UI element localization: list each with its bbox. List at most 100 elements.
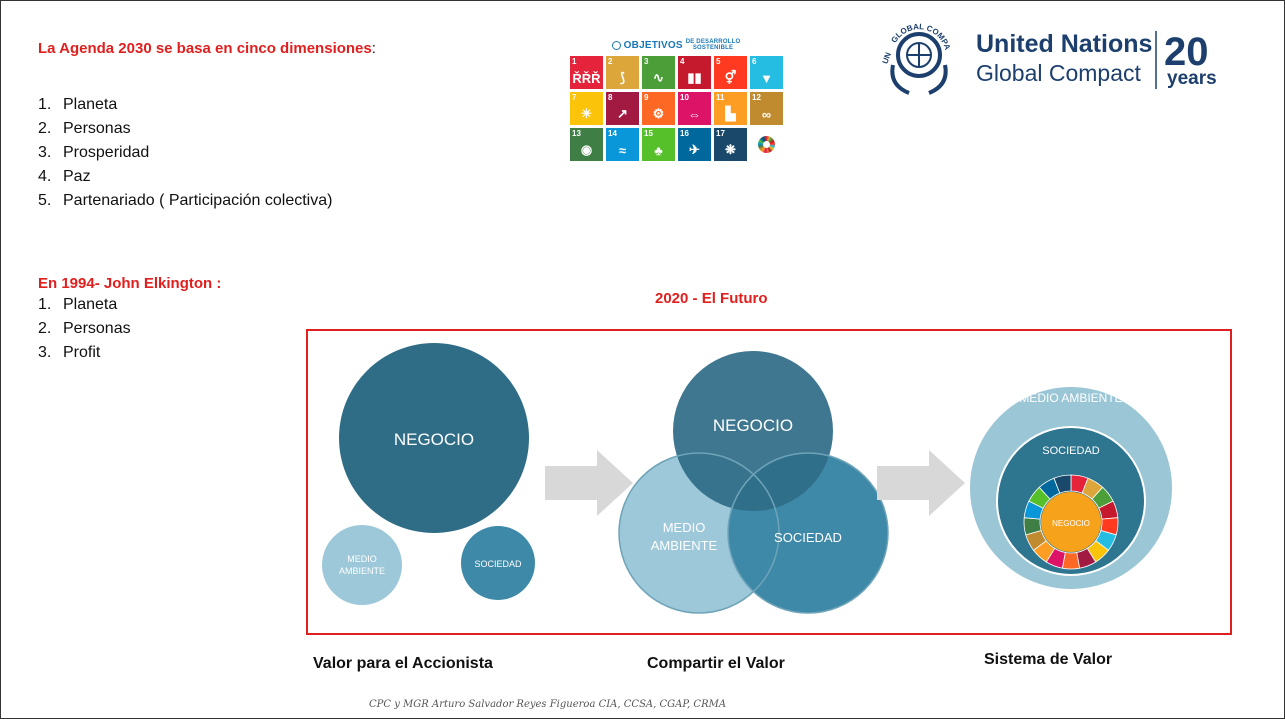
sdg-tile: 7☀: [570, 92, 603, 125]
elkington-heading: En 1994- John Elkington :: [38, 275, 222, 292]
sdg-tile-number: 2: [608, 57, 613, 66]
sociedad-label: SOCIEDAD: [474, 559, 522, 569]
list-number: 3.: [38, 144, 52, 161]
list-label: Planeta: [63, 96, 118, 113]
venn-outline: [727, 452, 889, 614]
sdg-tile-number: 11: [716, 93, 725, 102]
sdg-tile: 8↗: [606, 92, 639, 125]
ungc-logo: GLOBAL COMPACT UN United Nations Global …: [879, 9, 1217, 95]
medio-ambiente-label-1: MEDIO: [347, 554, 377, 564]
list-item: 2.Personas: [38, 317, 131, 341]
list-number: 1.: [38, 296, 52, 313]
ungc-years-label: years: [1167, 68, 1217, 89]
sdg-goal-icon: ⟆: [619, 70, 626, 85]
list-number: 2.: [38, 120, 52, 137]
sociedad-circle: [461, 526, 535, 600]
sdg-goal-icon: ⚙: [652, 106, 665, 121]
list-item: 1.Planeta: [38, 93, 332, 117]
seal-prefix: UN: [881, 51, 893, 65]
sdg-tile: 10 ⇔: [678, 92, 711, 125]
negocio-label: NEGOCIO: [394, 430, 474, 449]
sdg-tile-number: 14: [608, 129, 617, 138]
agenda-list: 1.Planeta 2. Personas 3. Prosperidad 4. Paz 5.P…: [38, 93, 332, 213]
negocio-circle: [339, 343, 529, 533]
sdg-goal-icon: ⇔: [688, 107, 701, 122]
sdg-tile: 13 ◉: [570, 128, 603, 161]
sdg-goal-icon: ◉: [580, 142, 593, 157]
ungc-line2: Global Compact: [976, 60, 1142, 86]
sdg-tile-number: 7: [572, 93, 577, 102]
ungc-years-num: 20: [1164, 30, 1209, 74]
sdg-tile-number: 4: [680, 57, 685, 66]
sdg-tile-number: 3: [644, 57, 649, 66]
list-label: Personas: [63, 120, 131, 137]
sdg-goal-icon: ↗: [617, 106, 628, 121]
negocio-label: NEGOCIO: [713, 416, 793, 435]
list-item: 4. Paz: [38, 165, 332, 189]
sdg-tile: 3∿: [642, 56, 675, 89]
medio-ambiente-label-1: MEDIO: [663, 520, 706, 535]
medio-ambiente-full-label: MEDIO AMBIENTE: [1019, 391, 1122, 405]
sdg-tile: 4▮▮: [678, 56, 711, 89]
sdg-tile: 12∞: [750, 92, 783, 125]
sociedad-label: SOCIEDAD: [774, 530, 842, 545]
arrow-icon: [877, 450, 965, 516]
sdg-wheel-icon: [1023, 474, 1119, 570]
sdg-subtitle-1: DE DESARROLLO: [685, 39, 741, 46]
caption-compartir: Compartir el Valor: [647, 655, 785, 672]
diagram-system: MEDIO AMBIENTE SOCIEDAD NEGOCIO: [970, 387, 1172, 589]
list-item: 2. Personas: [38, 117, 332, 141]
sdg-wheel-icon: [758, 136, 775, 153]
agenda-heading: La Agenda 2030 se basa en cinco dimensio…: [38, 40, 376, 57]
sdg-tile-number: 9: [644, 93, 649, 102]
sdg-goal-icon: ♣: [654, 143, 663, 158]
sdg-goal-icon: ▙: [725, 106, 736, 121]
list-label: Paz: [63, 168, 91, 185]
sociedad-label: SOCIEDAD: [1042, 445, 1100, 457]
ungc-line1: United Nations: [976, 30, 1152, 58]
sdg-goal-icon: ≈: [618, 143, 627, 158]
sdg-tile-number: 16: [680, 129, 689, 138]
sdg-tile: 16✈: [678, 128, 711, 161]
sdg-tile-number: 15: [644, 129, 653, 138]
sdg-title-text: OBJETIVOS: [623, 40, 683, 51]
list-number: 4.: [38, 168, 52, 185]
sdg-subtitle-2: SOSTENIBLE: [692, 45, 734, 52]
sdg-tile-number: 17: [716, 129, 725, 138]
list-item: 3.Profit: [38, 341, 131, 365]
list-item: 3. Prosperidad: [38, 141, 332, 165]
list-number: 3.: [38, 344, 52, 361]
list-label: Partenariado ( Participación colectiva): [63, 192, 333, 209]
sdg-tile: 5⚥: [714, 56, 747, 89]
arrow-icon: [545, 450, 633, 516]
sdg-tile: 2⟆: [606, 56, 639, 89]
sdg-goal-icon: ✈: [689, 142, 700, 157]
sdg-tile: 6▼: [750, 56, 783, 89]
sdg-goal-icon: ⚥: [724, 70, 737, 85]
sdg-goal-icon: ∞: [761, 107, 772, 122]
sdg-tile: 9⚙: [642, 92, 675, 125]
medio-ambiente-label-2: AMBIENTE: [339, 566, 385, 576]
caption-sistema: Sistema de Valor: [984, 651, 1113, 668]
sdg-goal-icon: ▮▮: [687, 70, 702, 85]
venn-outline: [618, 452, 780, 614]
un-emblem-icon: [611, 40, 621, 50]
sdg-tile: 11▙: [714, 92, 747, 125]
sdg-tile-number: 10: [680, 93, 689, 102]
sdg-goal-icon: ▼: [760, 71, 773, 86]
agenda-title: La Agenda 2030 se basa en cinco dimensio…: [38, 40, 372, 57]
list-item: 5.Partenariado ( Participación colectiva…: [38, 189, 332, 213]
list-label: Prosperidad: [63, 144, 150, 161]
sdg-tile: [750, 128, 783, 161]
sdg-tile-number: 13: [572, 129, 581, 138]
diagram-shareholder: NEGOCIO MEDIO AMBIENTE SOCIEDAD: [322, 343, 535, 605]
future-heading: 2020 - El Futuro: [655, 290, 768, 307]
sdg-goal-icon: ☀: [580, 106, 593, 121]
